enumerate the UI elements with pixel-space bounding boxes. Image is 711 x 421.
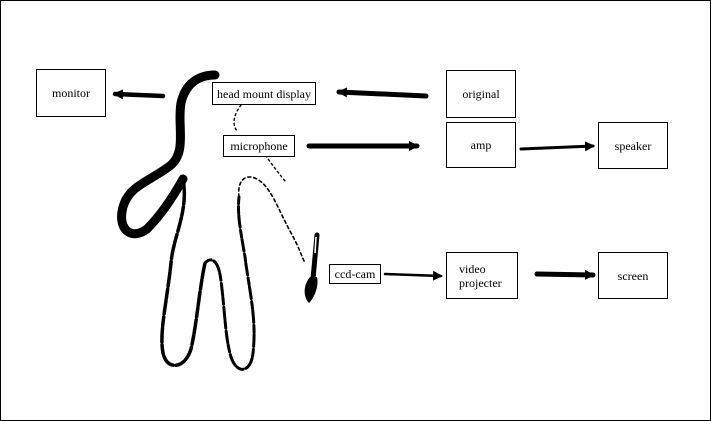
- screen-box: screen: [598, 252, 668, 299]
- hand-drawing: [117, 70, 306, 371]
- hand-finger-middle: [203, 195, 256, 371]
- arrow-ccdcam-video: [383, 270, 443, 281]
- arrow-video-to-screen: [534, 269, 596, 280]
- original-box: original: [446, 70, 516, 118]
- video-projecter-box: video projecter: [446, 252, 518, 299]
- head-mount-display-box: head mount display: [212, 82, 316, 105]
- monitor-box: monitor: [36, 69, 106, 117]
- hand-finger-left: [160, 177, 207, 367]
- arrow-hmd-to-monitor: [112, 89, 166, 100]
- brush-icon: [304, 232, 320, 303]
- arrow-amp-to-speaker: [519, 141, 595, 152]
- cable-stroke: [117, 70, 220, 239]
- hand-thumb: [237, 176, 306, 264]
- amp-box: amp: [446, 122, 516, 168]
- speaker-box: speaker: [598, 122, 668, 169]
- ccd-cam-box: ccd-cam: [329, 264, 381, 284]
- microphone-box: microphone: [223, 135, 295, 157]
- arrow-original-to-hmd: [336, 87, 429, 99]
- hand-upper-outline: [233, 104, 286, 182]
